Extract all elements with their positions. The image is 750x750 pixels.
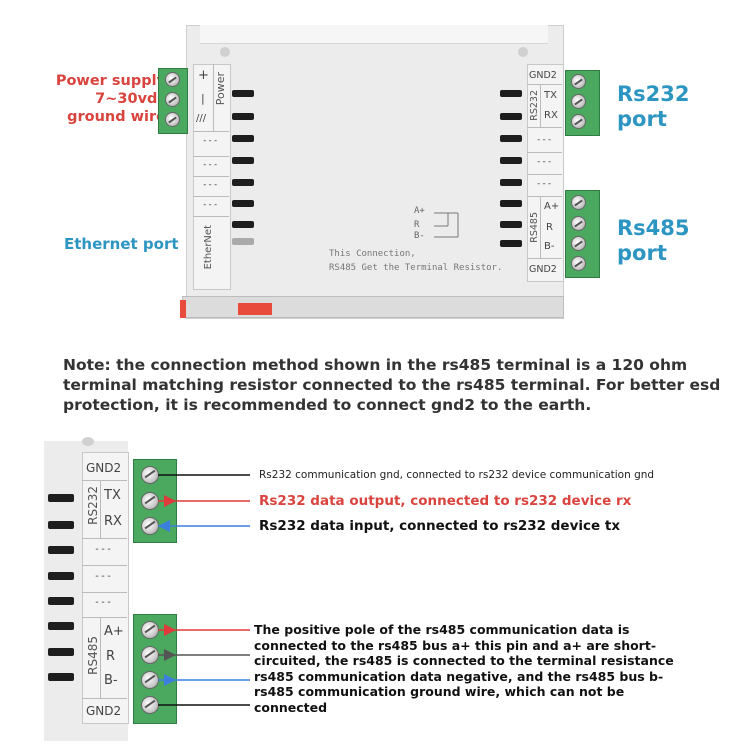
- rs232-gnd-description: Rs232 communication gnd, connected to rs…: [259, 469, 655, 481]
- detail-slot-2: [48, 521, 74, 529]
- connection-text-2: RS485 Get the Terminal Resistor.: [329, 263, 503, 273]
- device-top-bevel: [200, 25, 548, 44]
- detail-dash-3: ---: [94, 597, 113, 608]
- led-slot-r4: [500, 157, 522, 164]
- detail-slot-1: [48, 494, 74, 502]
- led-slot-l8: [232, 238, 254, 245]
- power-screw-1[interactable]: [165, 72, 180, 87]
- detail-tx-label: TX: [104, 488, 121, 503]
- arrow-a: [164, 624, 176, 636]
- schematic-r-label: R: [414, 220, 420, 230]
- mount-hole-left: [220, 47, 230, 57]
- led-slot-l6: [232, 200, 254, 207]
- mount-hole-right: [518, 47, 528, 57]
- detail-a-label: A+: [104, 624, 124, 639]
- detail-slot-6: [48, 622, 74, 630]
- rs485-a-label: A+: [544, 201, 560, 212]
- device-body: [186, 25, 564, 319]
- led-slot-r1: [500, 90, 522, 97]
- schematic-a-label: A+: [414, 206, 425, 216]
- rs485-screw-gnd[interactable]: [571, 256, 586, 271]
- power-plus-symbol: +: [198, 68, 209, 83]
- detail-gnd2-bottom: GND2: [86, 704, 122, 718]
- rs232-vertical-label: RS232: [529, 90, 540, 121]
- arrow-r: [164, 649, 176, 661]
- left-dash-1: ---: [202, 136, 219, 146]
- led-slot-l5: [232, 179, 254, 186]
- detail-slot-3: [48, 546, 74, 554]
- rs485-screw-b[interactable]: [571, 236, 586, 251]
- rs232-tx-label: TX: [544, 90, 557, 101]
- led-slot-r8: [500, 240, 522, 247]
- rs485-description: The positive pole of the rs485 communica…: [254, 622, 674, 715]
- detail-b-label: B-: [104, 673, 118, 688]
- rs485-gnd2-label: GND2: [529, 264, 557, 275]
- rs232-tx-description: Rs232 data output, connected to rs232 de…: [259, 493, 632, 509]
- led-slot-r5: [500, 179, 522, 186]
- rs485-screw-a[interactable]: [571, 195, 586, 210]
- led-slot-l7: [232, 221, 254, 228]
- termination-schematic: [434, 212, 459, 238]
- power-screw-2[interactable]: [165, 92, 180, 107]
- rs232-gnd2-label: GND2: [529, 70, 557, 81]
- detail-dash-2: ---: [94, 571, 113, 582]
- ethernet-vertical-label: EtherNet: [203, 225, 214, 270]
- led-slot-r7: [500, 221, 522, 228]
- detail-mount-hole: [82, 437, 94, 446]
- right-label-panel: [527, 64, 564, 282]
- rs485-vertical-label: RS485: [529, 212, 540, 243]
- power-vertical-label: Power: [214, 72, 227, 106]
- led-slot-l3: [232, 135, 254, 142]
- led-slot-l1: [232, 90, 254, 97]
- ethernet-port-label: Ethernet port: [64, 235, 179, 253]
- rs485-r-label: R: [546, 222, 553, 233]
- power-screw-3[interactable]: [165, 112, 180, 127]
- right-dash-2: ---: [536, 157, 553, 167]
- arrow-rx: [158, 520, 170, 532]
- led-slot-l4: [232, 157, 254, 164]
- note-text: Note: the connection method shown in the…: [63, 356, 721, 414]
- detail-dash-1: ---: [94, 544, 113, 555]
- detail-slot-7: [48, 648, 74, 656]
- detail-slot-5: [48, 597, 74, 605]
- detail-r-label: R: [106, 649, 116, 664]
- power-supply-label: Power supply 7~30vdc ground wire: [55, 73, 166, 125]
- left-dash-2: ---: [202, 160, 219, 170]
- rs232-rx-description: Rs232 data input, connected to rs232 dev…: [259, 518, 621, 534]
- left-label-panel: [193, 64, 231, 290]
- led-slot-l2: [232, 113, 254, 120]
- rs232-screw-gnd[interactable]: [571, 74, 586, 89]
- detail-slot-4: [48, 572, 74, 580]
- connection-text-1: This Connection,: [329, 249, 416, 259]
- arrow-b: [164, 674, 176, 686]
- right-dash-1: ---: [536, 135, 553, 145]
- red-clip: [238, 303, 272, 315]
- detail-rs232-vertical: RS232: [86, 486, 100, 525]
- rs232-rx-label: RX: [544, 110, 558, 121]
- red-clip-edge: [180, 300, 186, 318]
- rs232-screw-tx[interactable]: [571, 94, 586, 109]
- left-dash-3: ---: [202, 180, 219, 190]
- rs232-screw-rx[interactable]: [571, 114, 586, 129]
- schematic-b-label: B-: [414, 231, 425, 241]
- right-dash-3: ---: [536, 179, 553, 189]
- detail-gnd2-top: GND2: [86, 461, 122, 475]
- arrow-tx: [164, 495, 176, 507]
- led-slot-r3: [500, 135, 522, 142]
- rs485-b-label: B-: [544, 241, 555, 252]
- detail-slot-8: [48, 673, 74, 681]
- detail-rs485-vertical: RS485: [86, 636, 100, 675]
- led-slot-r6: [500, 200, 522, 207]
- power-bar-symbol: |: [201, 92, 205, 105]
- rs485-port-label: Rs485 port: [617, 216, 690, 265]
- led-slot-r2: [500, 113, 522, 120]
- rs485-screw-r[interactable]: [571, 216, 586, 231]
- detail-rx-label: RX: [104, 514, 122, 529]
- left-dash-4: ---: [202, 200, 219, 210]
- ground-symbol: ///: [196, 113, 207, 124]
- detail-label-panel: [82, 452, 129, 724]
- rs232-port-label: Rs232 port: [617, 82, 690, 131]
- detail-connector-lines: [158, 474, 250, 706]
